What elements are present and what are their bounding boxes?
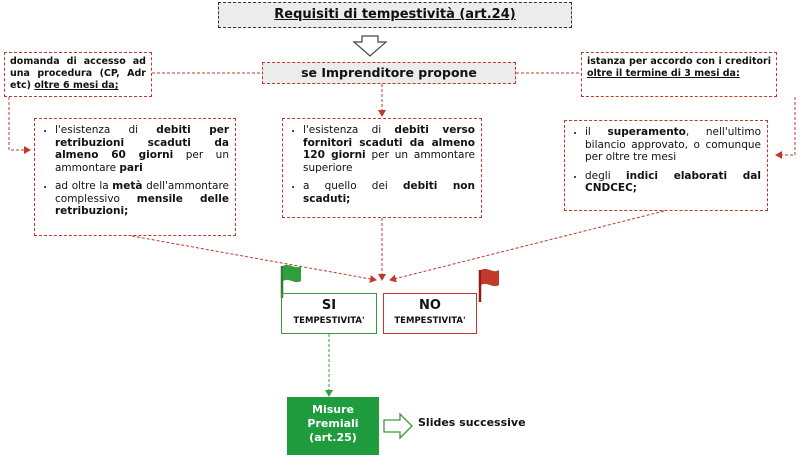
misure-premiali-box: Misure Premiali (art.25) xyxy=(287,397,379,455)
green-flag-icon xyxy=(280,264,301,298)
no-tempestivita-box: NO TEMPESTIVITA' xyxy=(383,293,477,334)
connector-right-down xyxy=(775,97,796,159)
right-condition-text: istanza per accordo con i creditori xyxy=(587,56,771,67)
criteria-right-item-2: degli indici elaborati dal CNDCEC; xyxy=(585,170,761,195)
title-text: Requisiti di tempestività (art.24) xyxy=(274,7,516,22)
criteria-center-item-2: a quello dei debiti non scaduti; xyxy=(303,180,475,205)
criteria-center-item-1: l'esistenza di debiti verso fornitori sc… xyxy=(303,124,475,174)
criteria-left-item-1: l'esistenza di debiti per retribuzioni s… xyxy=(55,124,229,174)
left-condition-underlined: oltre 6 mesi da; xyxy=(34,80,119,91)
right-condition-box: istanza per accordo con i creditori oltr… xyxy=(581,52,777,97)
no-sublabel: TEMPESTIVITA' xyxy=(394,316,466,326)
no-label: NO xyxy=(419,298,441,313)
red-flag-icon xyxy=(478,268,499,302)
criteria-center-box: l'esistenza di debiti verso fornitori sc… xyxy=(282,118,482,218)
misure-line-1: Misure xyxy=(312,403,354,416)
right-condition-underlined: oltre il termine di 3 mesi da: xyxy=(587,68,740,79)
slides-successive-label: Slides successive xyxy=(418,416,526,429)
misure-line-2: Premiali xyxy=(307,417,359,430)
title-box: Requisiti di tempestività (art.24) xyxy=(218,2,572,28)
propone-box: se Imprenditore propone xyxy=(262,62,516,84)
misure-line-3: (art.25) xyxy=(309,431,357,444)
down-arrow-icon xyxy=(352,35,388,57)
left-condition-box: domanda di accesso ad una procedura (CP,… xyxy=(4,52,152,97)
right-arrow-icon xyxy=(383,412,413,440)
connector-left-converge xyxy=(131,235,377,283)
connector-left-down xyxy=(8,97,31,154)
left-condition-text: domanda di accesso ad una procedura (CP,… xyxy=(10,56,146,91)
criteria-right-item-1: il superamento, nell'ultimo bilancio app… xyxy=(585,126,761,164)
connector-right-converge xyxy=(389,210,665,283)
criteria-left-item-2: ad oltre la metà dell'ammontare compless… xyxy=(55,180,229,218)
si-tempestivita-box: SI TEMPESTIVITA' xyxy=(281,293,377,334)
criteria-left-box: l'esistenza di debiti per retribuzioni s… xyxy=(34,118,236,236)
si-label: SI xyxy=(321,298,337,313)
si-sublabel: TEMPESTIVITA' xyxy=(293,316,365,326)
criteria-right-box: il superamento, nell'ultimo bilancio app… xyxy=(564,120,768,211)
